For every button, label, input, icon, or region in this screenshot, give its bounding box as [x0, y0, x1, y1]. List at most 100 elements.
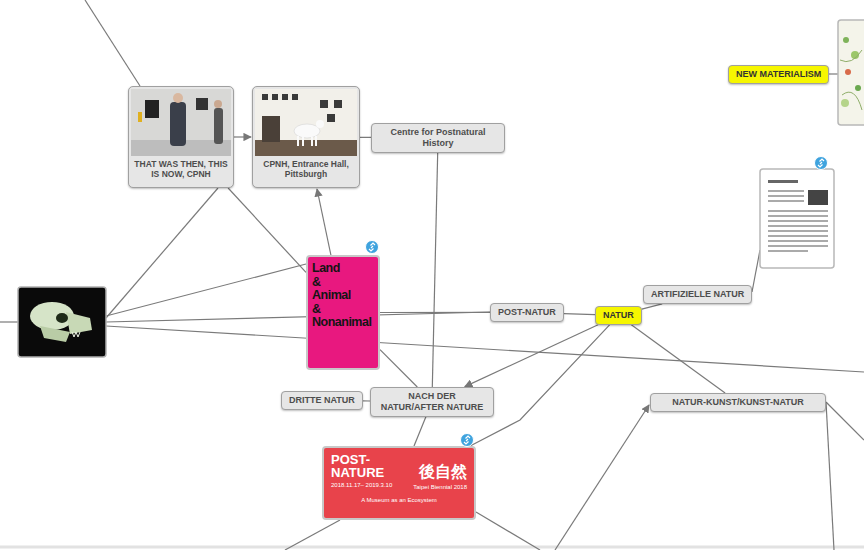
- poster-region: A Museum as an Ecosystem: [331, 494, 467, 504]
- connector-line: [380, 312, 490, 313]
- connector-line: [642, 304, 662, 309]
- node-label: A Museum as an Ecosystem: [331, 497, 467, 504]
- skull-teeth: [72, 332, 80, 337]
- link-badge: [815, 157, 828, 170]
- leader-line: [829, 73, 838, 74]
- connector-line: [234, 136, 251, 137]
- document-line: [768, 225, 828, 227]
- skull-snout: [66, 312, 92, 334]
- connector-line: [363, 400, 370, 401]
- leader-line: [752, 250, 760, 292]
- node-label: Land & Animal & Nonanimal: [312, 262, 374, 330]
- node-label: DRITTE NATUR: [289, 395, 355, 406]
- document-image: [808, 190, 828, 205]
- skull-jaw: [40, 326, 70, 342]
- skull-cranium: [30, 302, 74, 330]
- document-line: [768, 200, 804, 202]
- map-dot: [841, 99, 849, 107]
- link-chain: [464, 436, 470, 444]
- photo-person: [170, 102, 186, 146]
- document-line: [768, 240, 828, 242]
- document-line: [768, 210, 828, 212]
- map-dot: [843, 37, 849, 43]
- document-line: [768, 190, 804, 192]
- connector-line: [564, 314, 595, 315]
- poster-card: POST-NATURE2018.11.17– 2019.3.10後自然Taipe…: [322, 446, 476, 520]
- map-dot: [845, 69, 851, 75]
- picture-frame: [18, 287, 106, 357]
- link-chain: [818, 159, 824, 167]
- leader-line: [106, 188, 218, 318]
- map-dot: [855, 85, 861, 91]
- node-label: ARTIFIZIELLE NATUR: [651, 289, 744, 300]
- connector-line: [228, 188, 306, 272]
- leader-arrow: [555, 405, 649, 550]
- connector-line: [631, 325, 725, 393]
- node-label: Centre for Postnatural History: [379, 127, 497, 149]
- node-label: THAT WAS THEN, THIS IS NOW, CPNH: [133, 159, 229, 179]
- photo-frame: [272, 94, 278, 100]
- highlight-box: NEW MATERIALISM: [728, 65, 829, 84]
- document-line: [768, 245, 828, 247]
- link-icon: [815, 157, 828, 170]
- gallery-photo: [131, 89, 231, 156]
- document-line: [768, 235, 828, 237]
- node-label: POST-NATURE: [331, 453, 403, 479]
- map-line: [840, 50, 862, 110]
- document-line: [768, 195, 804, 197]
- photo-frame: [327, 114, 335, 122]
- photo-frame: [334, 100, 342, 108]
- leader-line: [106, 326, 864, 372]
- leader-line: [826, 402, 834, 550]
- photo-frame: [145, 100, 159, 118]
- photo-wall: [255, 89, 357, 156]
- leader-line: [0, 321, 18, 322]
- connector-line: [317, 189, 331, 255]
- photo-goat: [294, 124, 320, 138]
- node-label: NATUR: [603, 310, 634, 321]
- document-line: [768, 220, 828, 222]
- link-chain: [369, 243, 375, 251]
- node-label: 後自然: [403, 463, 467, 481]
- node-label: 2018.11.17– 2019.3.10: [331, 482, 403, 489]
- document-lines: [768, 190, 828, 252]
- photo-head: [214, 100, 222, 108]
- map-picture: [838, 20, 864, 125]
- leader-line: [476, 512, 540, 550]
- link-icons: [366, 157, 828, 447]
- leader-line: [285, 520, 340, 550]
- photo-head: [173, 93, 183, 103]
- connector-line: [414, 417, 426, 446]
- link-icon: [461, 434, 474, 447]
- leader-line: [106, 264, 306, 316]
- topic-box: POST-NATUR: [490, 303, 564, 322]
- node-label: CPNH, Entrance Hall, Pittsburgh: [257, 159, 355, 179]
- topic-box: DRITTE NATUR: [281, 391, 363, 410]
- highlight-box: NATUR: [595, 306, 642, 325]
- photo-frame: [196, 98, 208, 110]
- photo-person: [214, 108, 223, 144]
- photo-frames: [262, 94, 342, 122]
- poster-card: Land & Animal & Nonanimal: [306, 255, 380, 370]
- skull-eye: [56, 313, 68, 323]
- leader-line: [826, 402, 864, 440]
- picture-frame: [760, 169, 834, 268]
- topic-box: Centre for Postnatural History: [371, 123, 505, 153]
- topic-box: ARTIFIZIELLE NATUR: [643, 285, 752, 304]
- photo-floor: [131, 140, 231, 156]
- node-label: NACH DER NATUR/AFTER NATURE: [378, 391, 486, 413]
- node-label: NEW MATERIALISM: [736, 69, 821, 80]
- leader-line: [85, 0, 140, 86]
- photo-floor: [255, 140, 357, 156]
- scroll-bar: [0, 546, 864, 549]
- link-badge: [366, 241, 379, 254]
- photo-frame: [262, 94, 268, 100]
- picture-frame: [838, 20, 864, 125]
- link-icon: [366, 241, 379, 254]
- photo-cabinet: [262, 116, 280, 142]
- document-picture: [760, 169, 834, 268]
- photo-wall: [131, 89, 231, 156]
